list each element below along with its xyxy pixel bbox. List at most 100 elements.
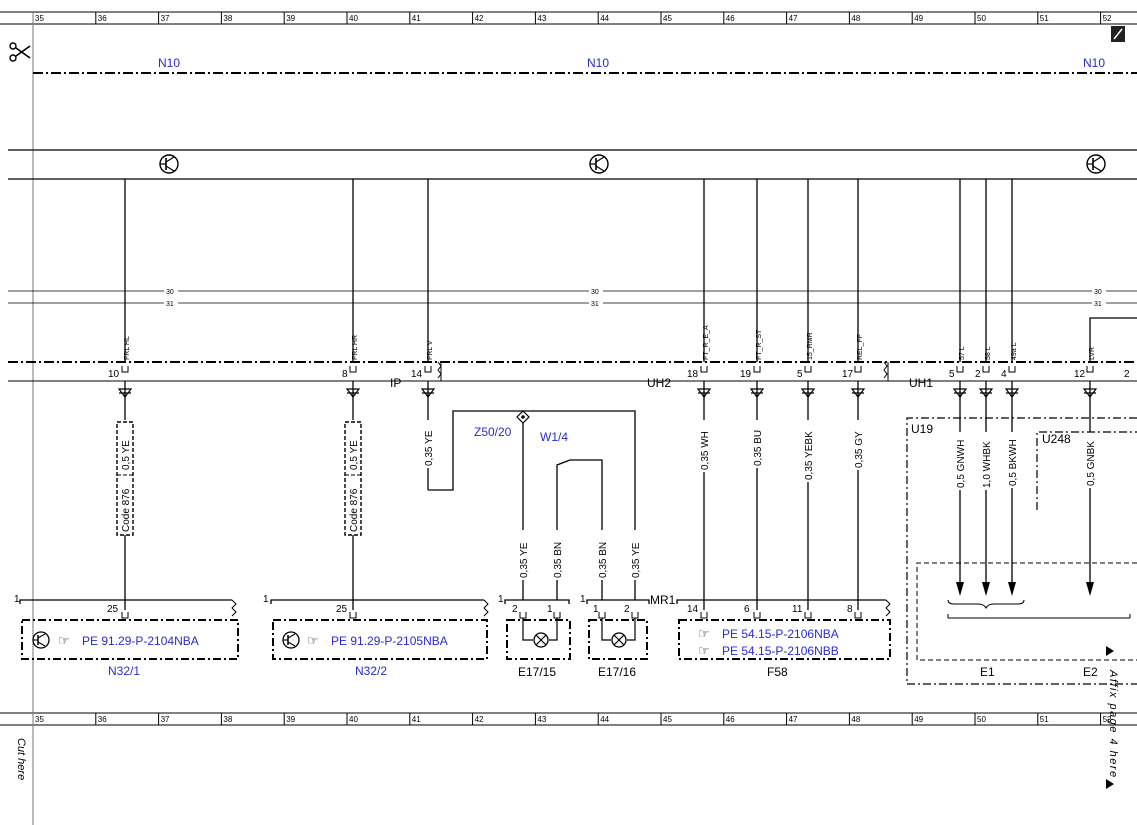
ruler-bottom-column-label: 39 (286, 715, 295, 724)
ruler-top-column-label: 48 (851, 14, 860, 23)
scissors-icon[interactable] (9, 42, 31, 62)
component-f58: MR1 14 6 11 8 ☞ PE 54.15-P-2106NBA ☞ PE … (650, 593, 891, 679)
wire-label: 0,35 YE (519, 542, 530, 578)
u19-label: U19 (911, 422, 933, 436)
pin-number: 1 (498, 594, 504, 605)
line30-label: 30 (591, 289, 599, 296)
pin-number: 8 (342, 369, 348, 380)
pe-reference[interactable]: PE 54.15-P-2106NBB (722, 644, 839, 658)
wire-labels: 0,35 YE 0,35 WH 0,35 BU 0,35 YEBK 0,35 G… (421, 420, 1097, 580)
pe-reference[interactable]: PE 91.29-P-2104NBA (82, 634, 199, 648)
ruler-bottom-column-label: 35 (35, 715, 44, 724)
ruler-bottom-column-label: 52 (1103, 715, 1112, 724)
splice-z50-label: Z50/20 (474, 425, 512, 439)
pointing-hand-icon: ☞ (58, 633, 70, 648)
component-label: F58 (767, 665, 788, 679)
pin-number: 6 (744, 604, 750, 615)
line30-label: 30 (166, 289, 174, 296)
signal-labels: FRL HL FRL HR FRL V FT_R_E_A FT_R_ST 15_… (124, 325, 1096, 360)
wire-label: 0,35 YE (631, 542, 642, 578)
ruler-bottom-column-label: 44 (600, 715, 609, 724)
line31-label: 31 (1094, 301, 1102, 308)
transistor-icon (589, 154, 609, 174)
brace (947, 599, 1025, 610)
ruler-top-column-label: 44 (600, 14, 609, 23)
arrowheads (956, 582, 1094, 596)
pointing-hand-icon: ☞ (698, 626, 710, 641)
ruler-top-column-label: 42 (475, 14, 484, 23)
pin-number: 1 (580, 594, 586, 605)
wire-label: 0,35 YE (424, 430, 435, 466)
pin-number: 14 (411, 369, 423, 380)
signal-58-l: 58 L (985, 346, 992, 360)
component-n32-2: 1 25 ☞ PE 91.29-P-2105NBA N32/2 (263, 594, 489, 678)
signal-lvr: LVR (1089, 347, 1096, 360)
ruler-bottom-column-label: 37 (161, 715, 170, 724)
pin-number: 12 (1074, 369, 1086, 380)
pin-number: 2 (975, 369, 981, 380)
affix-arrow-top-icon (1106, 646, 1114, 656)
ruler-top-column-label: 51 (1040, 14, 1049, 23)
pin-number: 18 (687, 369, 699, 380)
wire-label: 0,35 YEBK (804, 431, 815, 480)
connector-mr1: MR1 (650, 593, 676, 607)
ruler-bottom-column-label: 48 (851, 715, 860, 724)
u19-region: U19 U248 E1 E2 (906, 417, 1137, 685)
ruler-top-column-label: 50 (977, 14, 986, 23)
ruler-bottom-column-label: 46 (726, 715, 735, 724)
component-label: E17/15 (518, 665, 556, 679)
ruler-bottom-column-label: 49 (914, 715, 923, 724)
plug-symbols (117, 388, 1098, 398)
affix-page-label: Affix page 4 here (1107, 669, 1119, 779)
wire-label: 0,5 BKWH (1008, 439, 1019, 486)
signal-ft-r-st: FT_R_ST (756, 329, 763, 360)
signal-15-rmr: 15_RMR (807, 332, 814, 360)
ruler-bottom-column-label: 43 (537, 715, 546, 724)
signal-49a-l: 49a L (1011, 342, 1018, 360)
pin-number: 1 (14, 594, 20, 605)
signal-frl-hl: FRL HL (124, 336, 131, 360)
component-label: E17/16 (598, 665, 636, 679)
ruler-bottom-column-label: 50 (977, 715, 986, 724)
lamp-icon (611, 632, 627, 648)
connector-ip: IP (390, 376, 401, 390)
ruler-bottom-column-label: 51 (1040, 715, 1049, 724)
pe-reference[interactable]: PE 91.29-P-2105NBA (331, 634, 448, 648)
component-label: E2 (1083, 665, 1098, 679)
line30-label: 30 (1094, 289, 1102, 296)
ruler-bottom-column-label: 47 (789, 715, 798, 724)
ruler-top-column-label: 36 (98, 14, 107, 23)
pointing-hand-icon: ☞ (698, 643, 710, 658)
connector-uh1: UH1 (909, 376, 933, 390)
transistor-icon (282, 631, 300, 649)
component-e17-16: 1 1 2 E17/16 (580, 594, 650, 679)
ruler-bottom-column-label: 41 (412, 715, 421, 724)
signal-frl-v: FRL V (427, 340, 434, 360)
ruler-top-column-label: 39 (286, 14, 295, 23)
signal-ft-r-e-a: FT_R_E_A (703, 325, 710, 360)
ruler-top-column-label: 40 (349, 14, 358, 23)
signal-frl-hr: FRL HR (352, 335, 359, 360)
pin-number: 10 (108, 369, 120, 380)
pin-number: 25 (107, 604, 119, 615)
pin-number: 2 (512, 604, 518, 615)
n10-label-1: N10 (158, 56, 180, 70)
ruler-top-column-label: 46 (726, 14, 735, 23)
pin-numbers: 10 8 14 18 19 5 17 5 2 4 12 2 (108, 369, 1130, 380)
component-n32-1: 1 25 ☞ PE 91.29-P-2104NBA N32/1 (14, 594, 239, 678)
ruler-top-column-label: 45 (663, 14, 672, 23)
component-label: E1 (980, 665, 995, 679)
ruler-top-column-label: 47 (789, 14, 798, 23)
wire-label: 0,35 BN (553, 542, 564, 578)
line31-label: 31 (166, 301, 174, 308)
pin-number: 25 (336, 604, 348, 615)
pe-reference[interactable]: PE 54.15-P-2106NBA (722, 627, 839, 641)
ruler-top-column-label: 37 (161, 14, 170, 23)
transistor-icon (159, 154, 179, 174)
wire-label: 0,5 YE (121, 440, 132, 470)
ruler-bottom-column-label: 42 (475, 715, 484, 724)
pin-number: 14 (687, 604, 699, 615)
pin-number: 1 (593, 604, 599, 615)
ruler-bottom-column-label: 45 (663, 715, 672, 724)
wire-w1-label: W1/4 (540, 430, 568, 444)
